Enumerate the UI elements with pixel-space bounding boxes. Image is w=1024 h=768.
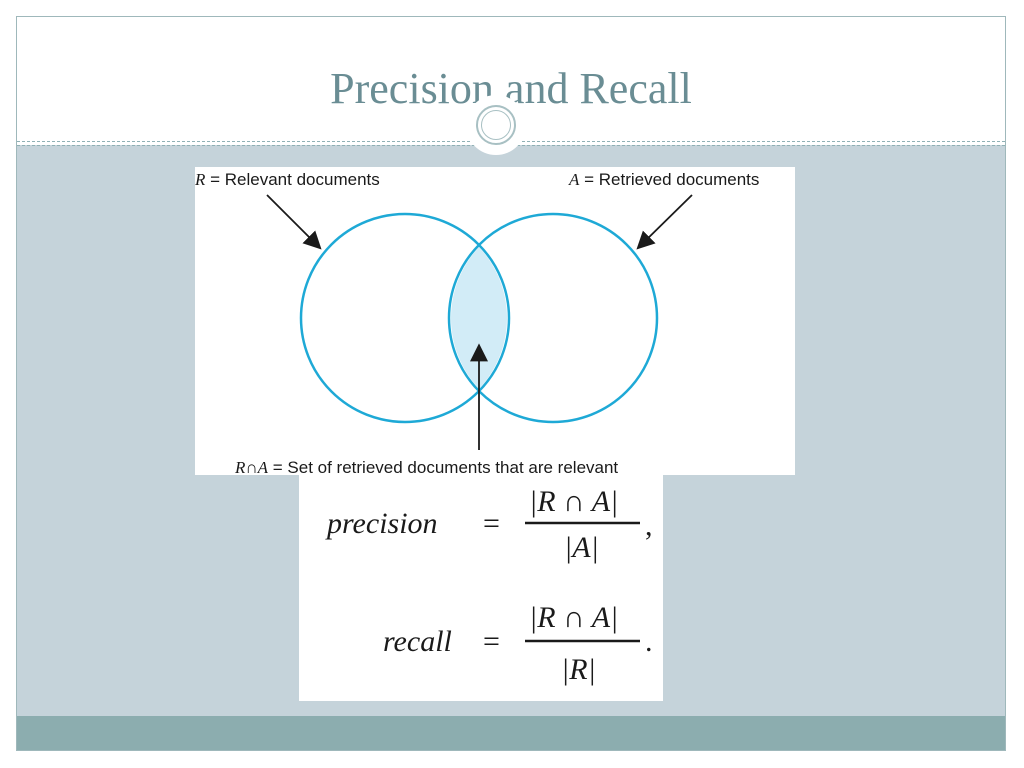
venn-diagram: R = Relevant documents A = Retrieved doc… [195,167,795,475]
intersection-label: R∩A = Set of retrieved documents that ar… [234,458,618,475]
recall-equals: = [483,625,500,658]
recall-period: . [645,625,653,658]
recall-denominator: |R| [561,653,596,686]
formula-box: precision = |R ∩ A| |A| , recall = |R ∩ … [299,475,663,701]
recall-formula: recall = |R ∩ A| |R| . [383,601,653,686]
slide-footer-band [17,716,1005,750]
retrieved-arrow [636,194,693,250]
medallion-ring-outer [476,105,516,145]
retrieved-label: A = Retrieved documents [568,170,759,189]
intersection-region [450,247,508,389]
relevant-set-circle [299,212,511,424]
precision-formula: precision = |R ∩ A| |A| , [325,485,653,564]
retrieved-set-circle [447,212,659,424]
precision-denominator: |A| [564,531,599,564]
precision-numerator: |R ∩ A| [529,485,618,518]
precision-term: precision [325,507,438,540]
recall-term: recall [383,625,452,658]
relevant-label: R = Relevant documents [195,170,380,189]
medallion-ring-inner [481,110,511,140]
relevant-arrow [266,194,322,250]
recall-numerator: |R ∩ A| [529,601,618,634]
precision-comma: , [645,509,653,542]
formula-svg: precision = |R ∩ A| |A| , recall = |R ∩ … [325,485,653,686]
venn-svg: R = Relevant documents A = Retrieved doc… [195,170,759,475]
precision-equals: = [483,507,500,540]
